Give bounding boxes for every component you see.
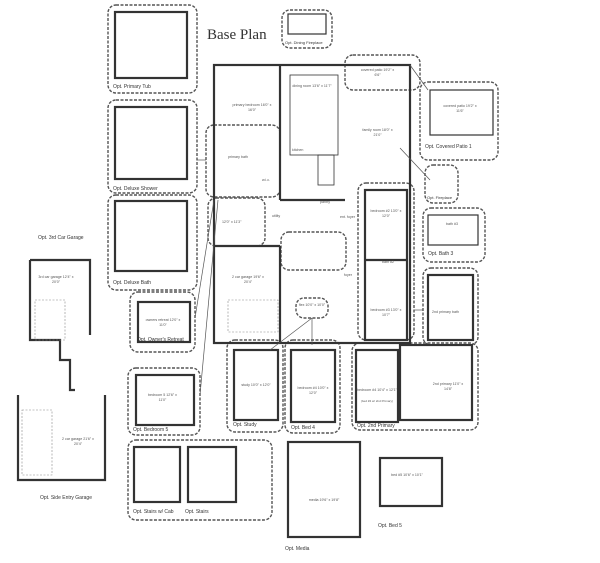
cloud-fireplace xyxy=(424,164,459,204)
room-pantry: pantry xyxy=(320,200,330,204)
room-covered-patio-opt: covered patio 19'2" x 11'6" xyxy=(443,104,477,113)
room-primary-bedroom: primary bedroom 16'0" x 16'0" xyxy=(232,103,272,112)
cloud-covered-patio-1 xyxy=(419,81,499,161)
option-label-primary-tub: Opt. Primary Tub xyxy=(113,84,151,90)
room-covered-patio: covered patio 19'2" x 6'6" xyxy=(360,68,395,77)
cloud-deluxe-shower xyxy=(107,99,198,194)
option-label-bath-3: Opt. Bath 3 xyxy=(428,251,454,257)
page-title: Base Plan xyxy=(207,27,267,43)
room-utility: utility xyxy=(272,214,281,218)
room-2nd-primary: 2nd primary 11'0" x 14'8" xyxy=(432,382,464,391)
room-family: family room 18'0" x 21'0" xyxy=(362,128,393,137)
room-2-car-garage: 2 car garage 19'6" x 20'4" xyxy=(232,275,264,284)
room-media: media 19'6" x 19'8" xyxy=(308,498,340,502)
option-label-owners-retreat: Opt. Owner's Retreat xyxy=(137,337,184,343)
room-bedroom-4-note: (bed #4 w/ 2nd Primary) xyxy=(360,399,393,403)
cloud-bedroom-5 xyxy=(127,367,201,436)
room-2nd-primary-bath: 2nd primary bath xyxy=(432,310,459,314)
room-bedroom-4b: bedroom #4 10'4" x 12'1" xyxy=(357,388,397,392)
room-dining: dining room 13'6" x 11'7" xyxy=(292,84,332,88)
option-label-study: Opt. Study xyxy=(233,422,257,428)
room-side-garage: 2 car garage 21'6" x 20'4" xyxy=(62,437,94,446)
garage-doors xyxy=(21,299,279,476)
room-den: flex 10'0" x 10'0" xyxy=(298,303,326,307)
cloud-2nd-primary xyxy=(351,342,479,431)
room-bedroom-3: bedroom #3 13'0" x 10'7" xyxy=(370,308,402,317)
option-label-media: Opt. Media xyxy=(285,546,310,552)
room-bath-2: bath #2 xyxy=(382,260,394,264)
cloud-bed-4 xyxy=(284,339,341,434)
option-label-covered-patio-1: Opt. Covered Patio 1 xyxy=(425,144,472,150)
cloud-study xyxy=(226,339,284,433)
room-kitchen: kitchen xyxy=(292,148,304,152)
option-label-stairs-w-cab: Opt. Stairs w/ Cab xyxy=(133,509,174,515)
cloud-deluxe-bath xyxy=(107,194,198,291)
cloud-bath xyxy=(280,231,347,271)
room-foyer: foyer xyxy=(344,273,352,277)
option-label-bed-5: Opt. Bed 5 xyxy=(378,523,402,529)
option-label-2nd-primary: Opt. 2nd Primary xyxy=(357,423,395,429)
room-bedroom-4: bedroom #4 10'0" x 12'0" xyxy=(297,386,329,395)
cloud-den xyxy=(295,297,329,319)
callout-lines xyxy=(194,64,431,396)
room-wic: w.i.c. xyxy=(262,178,270,182)
cloud-owners-retreat xyxy=(129,291,196,353)
cloud-primary-bath xyxy=(205,124,281,198)
cloud-covered-patio xyxy=(344,54,421,91)
option-label-deluxe-shower: Opt. Deluxe Shower xyxy=(113,186,158,192)
room-primary-bath: primary bath xyxy=(228,155,248,159)
option-label-dining-fireplace: Opt. Dining Fireplace xyxy=(285,40,323,45)
room-bedroom-5: bedroom 5 12'6" x 11'0" xyxy=(148,393,177,402)
option-label-3rd-car-garage: Opt. 3rd Car Garage xyxy=(38,235,84,241)
cloud-2nd-primary-bath xyxy=(422,267,479,346)
option-label-bed-4: Opt. Bed 4 xyxy=(291,425,315,431)
room-study: study 10'0" x 12'0" xyxy=(241,383,271,387)
option-label-fireplace: Opt. Fireplace xyxy=(427,195,453,200)
cloud-stairs xyxy=(127,439,273,521)
room-bedroom-2: bedroom #2 13'0" x 12'0" xyxy=(370,209,402,218)
room-owners-retreat: owners retreat 12'0" x 11'0" xyxy=(145,318,181,327)
cloud-primary-tub xyxy=(107,4,198,94)
room-bed-5: bed #5 10'6" x 10'1" xyxy=(391,473,423,477)
room-3rd-car-garage: 3rd car garage 12'4" x 20'0" xyxy=(38,275,74,284)
option-label-stairs: Opt. Stairs xyxy=(185,509,209,515)
option-label-deluxe-bath: Opt. Deluxe Bath xyxy=(113,280,152,286)
option-label-side-entry-garage: Opt. Side Entry Garage xyxy=(40,495,92,501)
option-label-bedroom-5: Opt. Bedroom 5 xyxy=(133,427,169,433)
room-bath-3: bath #3 xyxy=(446,222,458,226)
room-entry-foyer: ent. foyer xyxy=(340,215,355,219)
cloud-bath-3 xyxy=(422,207,486,263)
room-flex: 12'0" x 11'3" xyxy=(222,220,242,224)
